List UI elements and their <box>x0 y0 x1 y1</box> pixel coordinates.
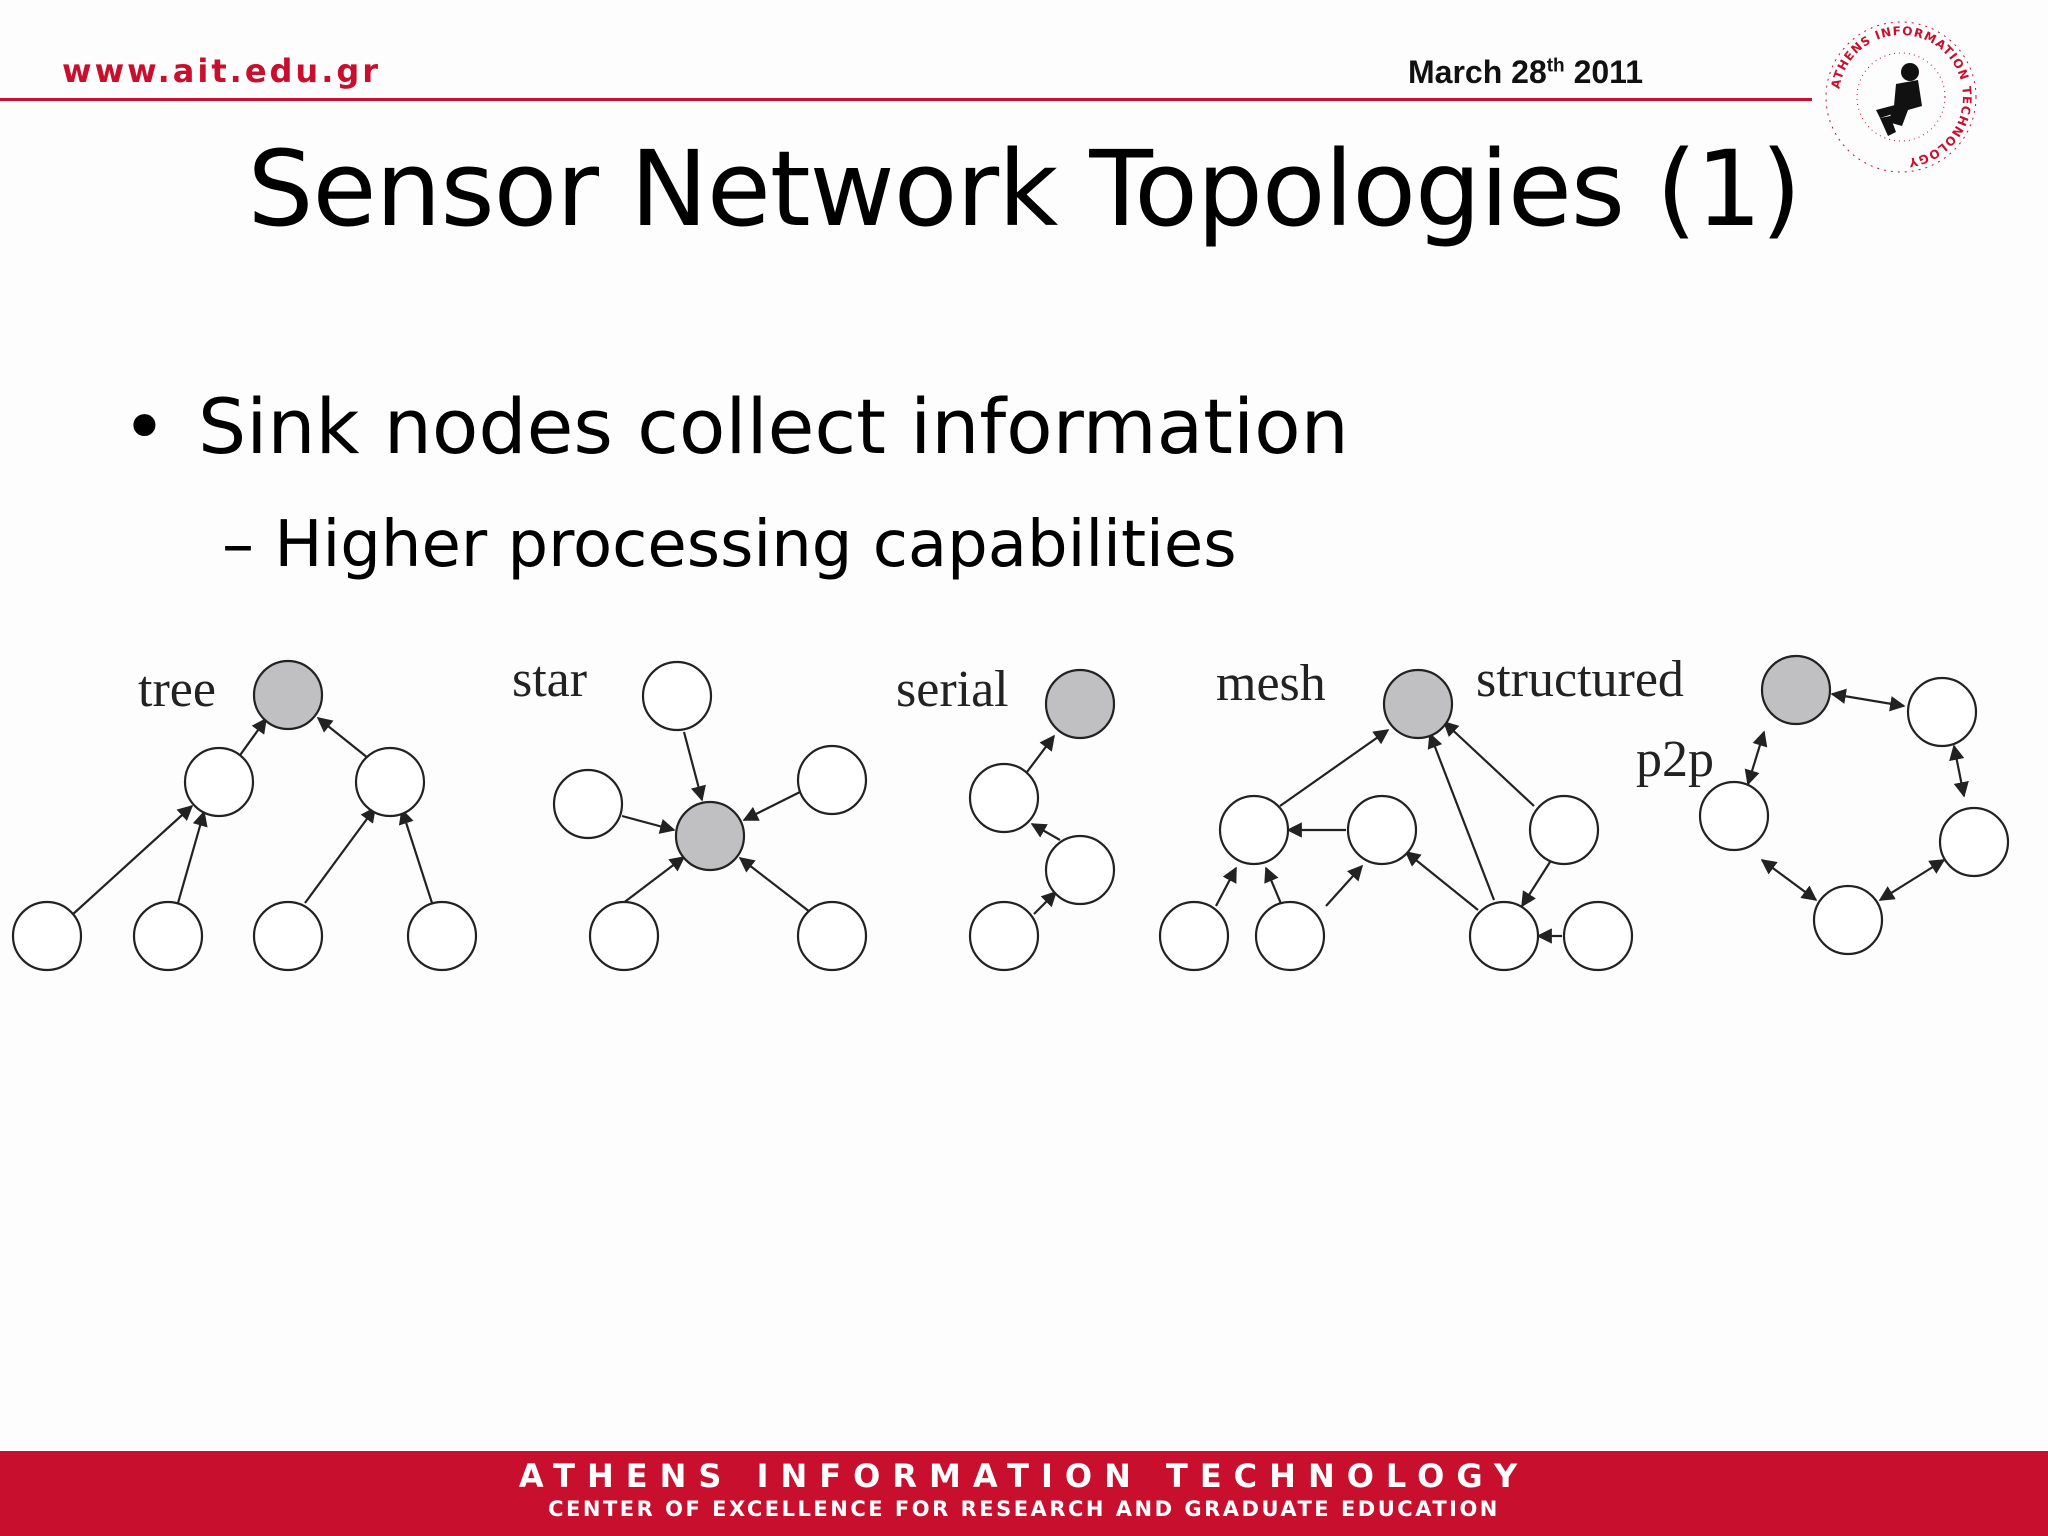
node <box>552 768 624 840</box>
sub-bullet-text: Higher processing capabilities <box>274 508 1237 582</box>
mesh-topology <box>1158 668 1634 972</box>
node <box>406 900 478 972</box>
node <box>588 900 660 972</box>
node <box>1812 884 1884 956</box>
tree-topology <box>11 659 478 972</box>
bullet-item: • Sink nodes collect information <box>122 382 1349 471</box>
footer-title: ATHENS INFORMATION TECHNOLOGY <box>518 1457 1530 1495</box>
node <box>1528 794 1600 866</box>
label-p2p: p2p <box>1636 731 1714 788</box>
slide-date: March 28th 2011 <box>1408 54 1643 91</box>
header-divider <box>0 98 1812 101</box>
node <box>1468 900 1540 972</box>
sink-node <box>1044 668 1116 740</box>
date-superscript: th <box>1546 55 1565 77</box>
node <box>1938 806 2010 878</box>
node <box>1218 794 1290 866</box>
node <box>1158 900 1230 972</box>
node <box>1698 780 1770 852</box>
label-serial: serial <box>896 661 1009 718</box>
node <box>968 762 1040 834</box>
node <box>354 746 426 818</box>
node <box>796 900 868 972</box>
bullet-marker: • <box>122 382 167 471</box>
node <box>11 900 83 972</box>
node <box>641 660 713 732</box>
sink-node <box>252 659 324 731</box>
date-main: March 28 <box>1408 54 1547 90</box>
date-year: 2011 <box>1564 54 1643 90</box>
label-star: star <box>512 651 587 708</box>
footer-banner: ATHENS INFORMATION TECHNOLOGY CENTER OF … <box>0 1451 2048 1536</box>
node <box>132 900 204 972</box>
star-topology <box>552 660 868 972</box>
slide-title: Sensor Network Topologies (1) <box>247 128 1802 250</box>
node <box>1562 900 1634 972</box>
label-structured: structured <box>1476 651 1684 708</box>
person-at-laptop-icon <box>1876 63 1922 136</box>
sink-node <box>674 800 746 872</box>
ait-logo: ATHENS INFORMATION TECHNOLOGY <box>1825 21 1977 173</box>
node <box>252 900 324 972</box>
p2p-topology <box>1698 654 2010 956</box>
footer-subtitle: CENTER OF EXCELLENCE FOR RESEARCH AND GR… <box>548 1497 1500 1521</box>
serial-topology <box>968 668 1116 972</box>
sink-node <box>1760 654 1832 726</box>
topology-diagram: tree star serial mesh structured p2p <box>11 651 2010 972</box>
sink-node <box>1382 668 1454 740</box>
website-url[interactable]: www.ait.edu.gr <box>62 52 382 90</box>
sub-bullet-item: – Higher processing capabilities <box>222 508 1237 582</box>
node <box>796 744 868 816</box>
node <box>1044 834 1116 906</box>
sub-bullet-marker: – <box>222 508 254 582</box>
label-mesh: mesh <box>1216 655 1326 712</box>
node <box>968 900 1040 972</box>
node <box>1346 794 1418 866</box>
node <box>1906 676 1978 748</box>
label-tree: tree <box>138 661 216 718</box>
node <box>183 746 255 818</box>
node <box>1254 900 1326 972</box>
bullet-text: Sink nodes collect information <box>198 382 1349 471</box>
